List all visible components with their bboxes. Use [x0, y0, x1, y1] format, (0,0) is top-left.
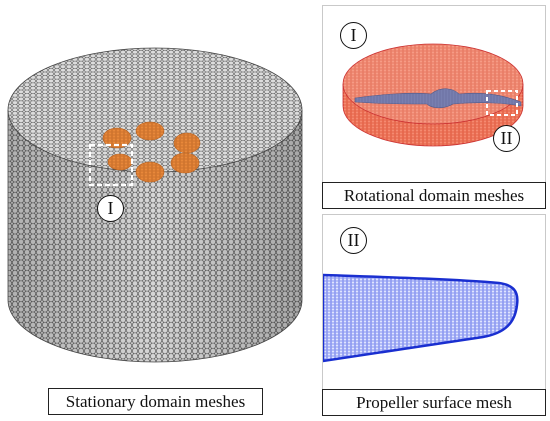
propeller-blade-tip: [323, 273, 519, 363]
caption-propeller: Propeller surface mesh: [322, 389, 546, 416]
rotational-domain-mesh: [342, 43, 524, 147]
marker-I-rotational: I: [340, 22, 367, 49]
highlight-box-I: [88, 143, 134, 187]
caption-rotational: Rotational domain meshes: [322, 182, 546, 209]
caption-stationary: Stationary domain meshes: [48, 388, 263, 415]
rotational-disc-top: [343, 44, 523, 124]
impeller-footprint: [102, 121, 201, 183]
stationary-domain-mesh: [7, 47, 303, 363]
marker-I-stationary: I: [97, 195, 124, 222]
marker-II-propeller: II: [340, 227, 367, 254]
propeller-blade-shape: [354, 88, 522, 109]
cylinder-top: [8, 48, 302, 172]
propeller-surface-mesh: [323, 273, 519, 363]
highlight-box-II: [486, 90, 518, 116]
marker-II-rotational: II: [493, 125, 520, 152]
